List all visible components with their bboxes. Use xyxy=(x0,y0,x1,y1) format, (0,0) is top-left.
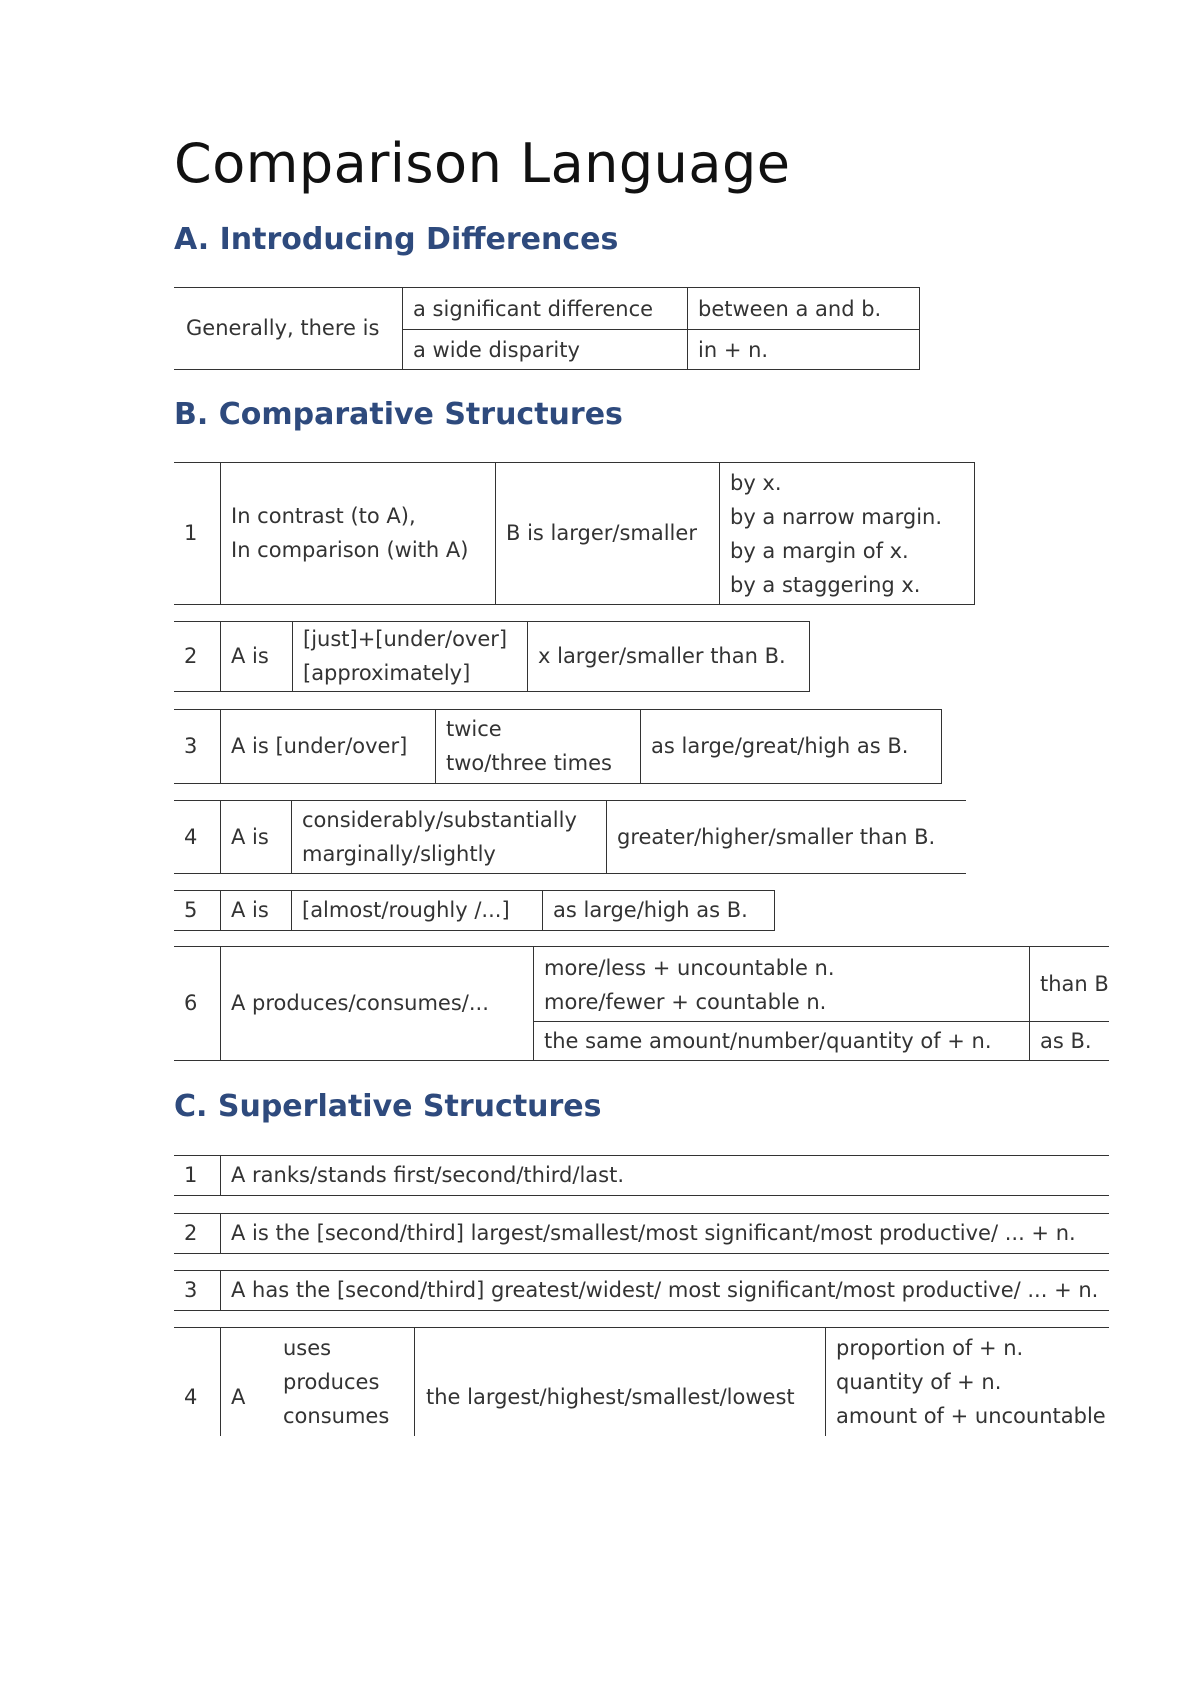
section-b-heading: B. Comparative Structures xyxy=(174,397,623,432)
subject-cell: A is [under/over] xyxy=(231,734,408,758)
row-number: 5 xyxy=(184,898,198,922)
row-number: 4 xyxy=(184,824,198,849)
row-number: 4 xyxy=(184,1385,198,1409)
row-number: 2 xyxy=(184,644,198,668)
ending-cell: as large/great/high as B. xyxy=(651,734,909,758)
subject-cell: A is xyxy=(231,644,269,668)
page-cutoff xyxy=(0,1436,1200,1696)
quantity-cell: more/less + uncountable n.more/fewer + c… xyxy=(544,956,835,1014)
phrase-cell: a wide disparity xyxy=(413,338,580,362)
row-number: 6 xyxy=(184,991,198,1015)
row-number: 1 xyxy=(184,521,198,545)
sentence-cell: A ranks/stands first/second/third/last. xyxy=(231,1163,625,1187)
quantity-cell: the same amount/number/quantity of + n. xyxy=(544,1029,992,1053)
page-title: Comparison Language xyxy=(174,132,791,195)
subject-cell: A is xyxy=(231,898,269,922)
qualifier-cell: [almost/roughly /...] xyxy=(302,898,510,922)
row-number: 1 xyxy=(184,1163,198,1187)
superlative-cell: the largest/highest/smallest/lowest xyxy=(426,1385,795,1409)
section-c-heading: C. Superlative Structures xyxy=(174,1089,602,1124)
right-margin xyxy=(1109,0,1200,1696)
contrast-phrases: In contrast (to A),In comparison (with A… xyxy=(231,504,469,562)
ending-cell: greater/higher/smaller than B. xyxy=(617,824,936,849)
section-a-heading: A. Introducing Differences xyxy=(174,222,619,257)
comparison-verb: B is larger/smaller xyxy=(506,521,697,545)
sentence-cell: A is the [second/third] largest/smallest… xyxy=(231,1221,1076,1245)
modifier-cell: [just]+[under/over][approximately] xyxy=(303,627,508,685)
ending-cell: than B xyxy=(1040,971,1109,996)
row-number: 3 xyxy=(184,734,198,758)
subject-cell: A is xyxy=(231,824,269,849)
document-page: Comparison Language A. Introducing Diffe… xyxy=(174,132,1109,1467)
row-number: 3 xyxy=(184,1278,198,1302)
ending-cell: as B. xyxy=(1040,1029,1092,1053)
ending-cell: x larger/smaller than B. xyxy=(538,644,786,668)
ending-cell: as large/high as B. xyxy=(553,898,748,922)
subject-cell: A produces/consumes/... xyxy=(231,991,489,1015)
subject-cell: A xyxy=(231,1385,246,1409)
ending-cell: in + n. xyxy=(698,338,769,362)
ending-cell: between a and b. xyxy=(698,296,882,321)
object-cell: proportion of + n.quantity of + n.amount… xyxy=(836,1336,1109,1428)
row-number: 2 xyxy=(184,1221,198,1245)
sentence-cell: A has the [second/third] greatest/widest… xyxy=(231,1278,1099,1302)
intro-cell: Generally, there is xyxy=(186,316,380,340)
phrase-cell: a significant difference xyxy=(413,296,654,321)
margin-options: by x.by a narrow margin. by a margin of … xyxy=(730,471,943,597)
